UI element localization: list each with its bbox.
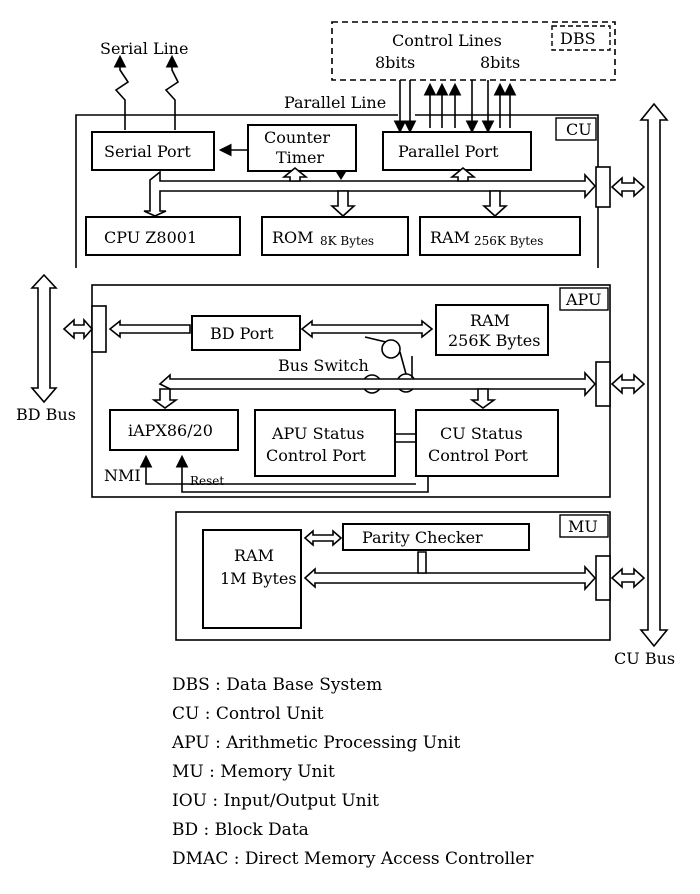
cu-status-port-label: Control Port bbox=[428, 446, 528, 465]
ram-cu-size-label: 256K Bytes bbox=[474, 234, 543, 248]
apu-internal-bus bbox=[158, 370, 597, 398]
legend-item: DBS : Data Base System bbox=[172, 675, 382, 695]
serial-port-block bbox=[91, 131, 215, 171]
counter-timer-block bbox=[247, 124, 357, 172]
legend-item: CU : Control Unit bbox=[172, 704, 324, 724]
ram-apu-size-label: 256K Bytes bbox=[448, 331, 540, 350]
apu-status-label: APU Status bbox=[271, 424, 364, 443]
serial-line-label: Serial Line bbox=[100, 39, 188, 58]
bus-switch-label: Bus Switch bbox=[278, 356, 369, 375]
ram-mu-block bbox=[202, 529, 302, 629]
reset-label: Reset bbox=[190, 474, 224, 488]
apu-label: APU bbox=[565, 290, 602, 309]
iapx-block bbox=[109, 409, 239, 451]
cu-internal-bus bbox=[143, 170, 597, 217]
cu-bus-label: CU Bus bbox=[614, 649, 675, 668]
apu-status-port-label: Control Port bbox=[266, 446, 366, 465]
mu-internal-bus bbox=[303, 564, 597, 592]
bd-bus bbox=[30, 273, 58, 404]
legend-item: BD : Block Data bbox=[172, 820, 309, 840]
cpu-label: CPU Z8001 bbox=[104, 228, 197, 247]
cu-section: CU Serial Port Counter Timer Parallel Po… bbox=[75, 114, 646, 268]
bits-left-label: 8bits bbox=[375, 53, 415, 72]
mu-label: MU bbox=[568, 517, 598, 536]
cu-status-label: CU Status bbox=[440, 424, 523, 443]
legend-item: MU : Memory Unit bbox=[172, 762, 335, 782]
apu-section: APU BD Port RAM 256K Bytes Bus Switch iA… bbox=[62, 284, 646, 498]
cu-bus bbox=[639, 102, 669, 648]
serial-line-zigzags bbox=[113, 54, 180, 130]
rom-block bbox=[261, 216, 409, 256]
bd-port-label: BD Port bbox=[210, 324, 274, 343]
bd-bus-label: BD Bus bbox=[16, 405, 76, 424]
apu-status-block bbox=[254, 409, 396, 477]
parallel-port-label: Parallel Port bbox=[398, 142, 499, 161]
control-line-arrows bbox=[393, 80, 517, 134]
parallel-line-label: Parallel Line bbox=[284, 93, 386, 112]
cu-status-block bbox=[415, 409, 559, 477]
dbs-label: DBS bbox=[560, 29, 596, 48]
ram-mu-label: RAM bbox=[234, 546, 274, 565]
parity-checker-label: Parity Checker bbox=[362, 528, 483, 547]
mu-section: MU RAM 1M Bytes Parity Checker bbox=[175, 511, 646, 641]
bits-right-label: 8bits bbox=[480, 53, 520, 72]
legend-item: APU : Arithmetic Processing Unit bbox=[171, 733, 460, 753]
control-lines-label: Control Lines bbox=[392, 31, 502, 50]
ram-apu-block bbox=[435, 304, 549, 356]
ram-apu-label: RAM bbox=[470, 311, 510, 330]
bd-port-block bbox=[191, 315, 301, 351]
rom-size-label: 8K Bytes bbox=[320, 234, 374, 248]
iapx-label: iAPX86/20 bbox=[128, 421, 213, 440]
ram-cu-label: RAM bbox=[430, 228, 470, 247]
nmi-label: NMI bbox=[104, 466, 141, 485]
cu-label: CU bbox=[566, 120, 592, 139]
legend-item: DMAC : Direct Memory Access Controller bbox=[172, 849, 534, 869]
serial-port-label: Serial Port bbox=[104, 142, 191, 161]
counter-label: Counter bbox=[264, 128, 330, 147]
legend: DBS : Data Base System CU : Control Unit… bbox=[171, 675, 534, 869]
dbs-block: DBS Control Lines 8bits 8bits bbox=[331, 21, 616, 81]
ram-cu-block bbox=[419, 216, 581, 256]
timer-label: Timer bbox=[276, 148, 324, 167]
parallel-port-block bbox=[382, 131, 532, 171]
parity-checker-block bbox=[342, 523, 530, 551]
rom-label: ROM bbox=[272, 228, 314, 247]
ram-mu-size-label: 1M Bytes bbox=[220, 569, 297, 588]
cpu-block bbox=[85, 216, 241, 256]
bus-switch-2 bbox=[381, 339, 401, 359]
legend-item: IOU : Input/Output Unit bbox=[172, 791, 379, 811]
